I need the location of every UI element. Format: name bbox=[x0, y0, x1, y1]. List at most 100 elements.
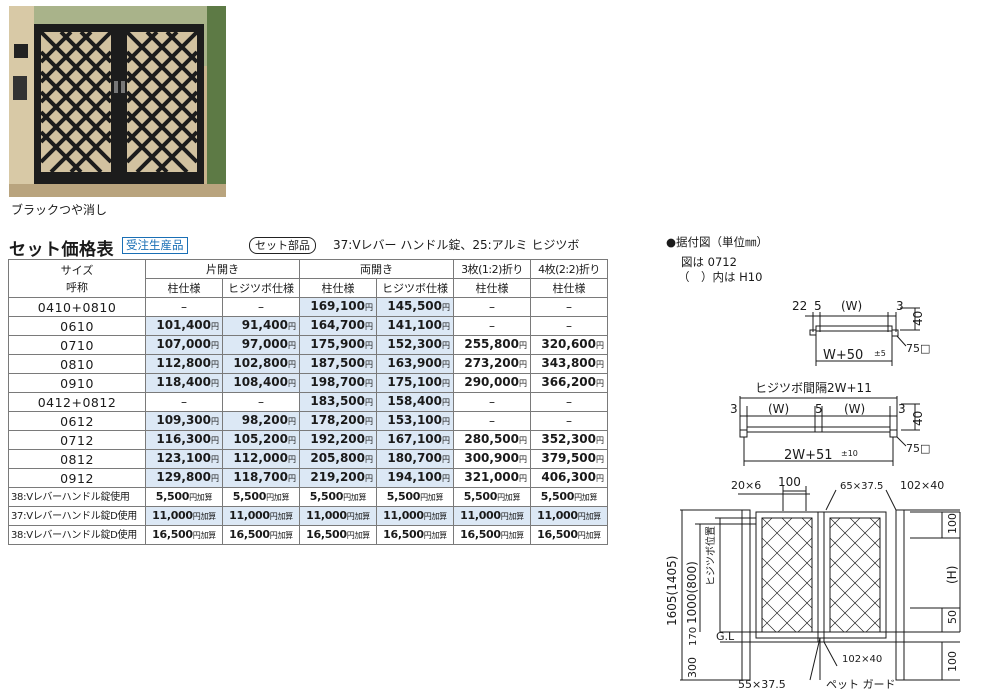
dim-top-square: 75□ bbox=[906, 342, 930, 355]
price-cell: 255,800円 bbox=[453, 335, 531, 355]
group-header: 片開き bbox=[145, 259, 300, 279]
group-header: 3枚(1:2)折り bbox=[453, 259, 531, 279]
option-price-cell: 11,000円加算 bbox=[453, 506, 531, 526]
option-price-value: 16,500 bbox=[152, 528, 193, 541]
option-price-unit: 円加算 bbox=[346, 512, 370, 521]
price-cell: 352,300円 bbox=[530, 430, 608, 450]
price-cell: 129,800円 bbox=[145, 468, 223, 488]
price-unit: 円 bbox=[596, 379, 604, 388]
price-unit: 円 bbox=[211, 379, 219, 388]
price-unit: 円 bbox=[596, 455, 604, 464]
price-value: 129,800 bbox=[156, 470, 211, 484]
price-empty-cell: – bbox=[530, 411, 608, 431]
price-unit: 円 bbox=[519, 341, 527, 350]
set-parts-text: 37:Vレバー ハンドル錠、25:アルミ ヒジツボ bbox=[333, 238, 580, 252]
option-price-unit: 円加算 bbox=[269, 531, 293, 540]
photo-caption: ブラックつや消し bbox=[11, 203, 108, 217]
price-unit: 円 bbox=[442, 474, 450, 483]
option-price-value: 16,500 bbox=[229, 528, 270, 541]
dim-right-100: 100 bbox=[946, 513, 959, 534]
price-value: 118,700 bbox=[233, 470, 288, 484]
option-price-unit: 円加算 bbox=[500, 531, 524, 540]
price-value: 343,800 bbox=[541, 356, 596, 370]
dim-hinge-height: 1000(800) bbox=[685, 561, 699, 624]
price-unit: 円 bbox=[288, 341, 296, 350]
size-header: サイズ 呼称 bbox=[8, 259, 146, 298]
price-cell: 163,900円 bbox=[376, 354, 454, 374]
option-price-cell: 16,500円加算 bbox=[299, 525, 377, 545]
option-label: 38:Vレバーハンドル錠D使用 bbox=[8, 525, 146, 545]
price-cell: 194,100円 bbox=[376, 468, 454, 488]
price-cell: 153,100円 bbox=[376, 411, 454, 431]
price-unit: 円 bbox=[211, 474, 219, 483]
price-unit: 円 bbox=[519, 436, 527, 445]
price-unit: 円 bbox=[288, 379, 296, 388]
price-unit: 円 bbox=[365, 474, 373, 483]
price-unit: 円 bbox=[365, 379, 373, 388]
size-cell: 0910 bbox=[8, 373, 146, 393]
price-cell: 178,200円 bbox=[299, 411, 377, 431]
price-unit: 円 bbox=[596, 436, 604, 445]
price-cell: 107,000円 bbox=[145, 335, 223, 355]
price-unit: 円 bbox=[442, 303, 450, 312]
price-cell: 116,300円 bbox=[145, 430, 223, 450]
price-cell: 379,500円 bbox=[530, 449, 608, 469]
price-cell: 112,000円 bbox=[222, 449, 300, 469]
dim-top-22: 22 bbox=[792, 299, 807, 313]
dim-top-3: 3 bbox=[896, 299, 904, 313]
price-unit: 円 bbox=[519, 474, 527, 483]
price-value: 112,800 bbox=[156, 356, 211, 370]
price-value: 123,100 bbox=[156, 451, 211, 465]
dim-total-height: 1605(1405) bbox=[665, 556, 679, 626]
dim-300: 300 bbox=[686, 657, 699, 678]
option-price-value: 11,000 bbox=[460, 509, 501, 522]
price-value: 187,500 bbox=[310, 356, 365, 370]
price-unit: 円 bbox=[442, 398, 450, 407]
option-price-value: 16,500 bbox=[537, 528, 578, 541]
group-header: 両開き bbox=[299, 259, 454, 279]
price-unit: 円 bbox=[442, 417, 450, 426]
option-price-value: 11,000 bbox=[306, 509, 347, 522]
option-price-value: 5,500 bbox=[155, 490, 190, 503]
price-cell: 280,500円 bbox=[453, 430, 531, 450]
price-value: 406,300 bbox=[541, 470, 596, 484]
price-unit: 円 bbox=[211, 436, 219, 445]
price-value: 219,200 bbox=[310, 470, 365, 484]
price-value: 153,100 bbox=[387, 413, 442, 427]
price-value: 105,200 bbox=[233, 432, 288, 446]
size-cell: 0912 bbox=[8, 468, 146, 488]
price-unit: 円 bbox=[442, 436, 450, 445]
size-cell: 0812 bbox=[8, 449, 146, 469]
option-price-cell: 5,500円加算 bbox=[222, 487, 300, 507]
product-photo bbox=[9, 6, 226, 197]
section-heading: セット価格表 bbox=[9, 240, 114, 260]
price-unit: 円 bbox=[288, 436, 296, 445]
option-price-value: 5,500 bbox=[386, 490, 421, 503]
dim-mid-3a: 3 bbox=[730, 402, 738, 416]
option-price-cell: 5,500円加算 bbox=[299, 487, 377, 507]
option-price-cell: 5,500円加算 bbox=[145, 487, 223, 507]
dim-top-5: 5 bbox=[814, 299, 822, 313]
option-price-value: 11,000 bbox=[229, 509, 270, 522]
option-price-cell: 16,500円加算 bbox=[453, 525, 531, 545]
option-label: 37:Vレバーハンドル錠D使用 bbox=[8, 506, 146, 526]
price-cell: 406,300円 bbox=[530, 468, 608, 488]
price-empty-cell: – bbox=[530, 297, 608, 317]
price-value: 192,200 bbox=[310, 432, 365, 446]
price-cell: 169,100円 bbox=[299, 297, 377, 317]
dim-right-100b: 100 bbox=[946, 651, 959, 672]
price-cell: 98,200円 bbox=[222, 411, 300, 431]
dim-mid-tol: ±10 bbox=[841, 449, 858, 458]
price-unit: 円 bbox=[365, 341, 373, 350]
option-price-unit: 円加算 bbox=[189, 493, 213, 502]
option-price-unit: 円加算 bbox=[420, 493, 444, 502]
price-cell: 343,800円 bbox=[530, 354, 608, 374]
price-value: 158,400 bbox=[387, 394, 442, 408]
subheader: 柱仕様 bbox=[453, 278, 531, 298]
price-unit: 円 bbox=[211, 341, 219, 350]
